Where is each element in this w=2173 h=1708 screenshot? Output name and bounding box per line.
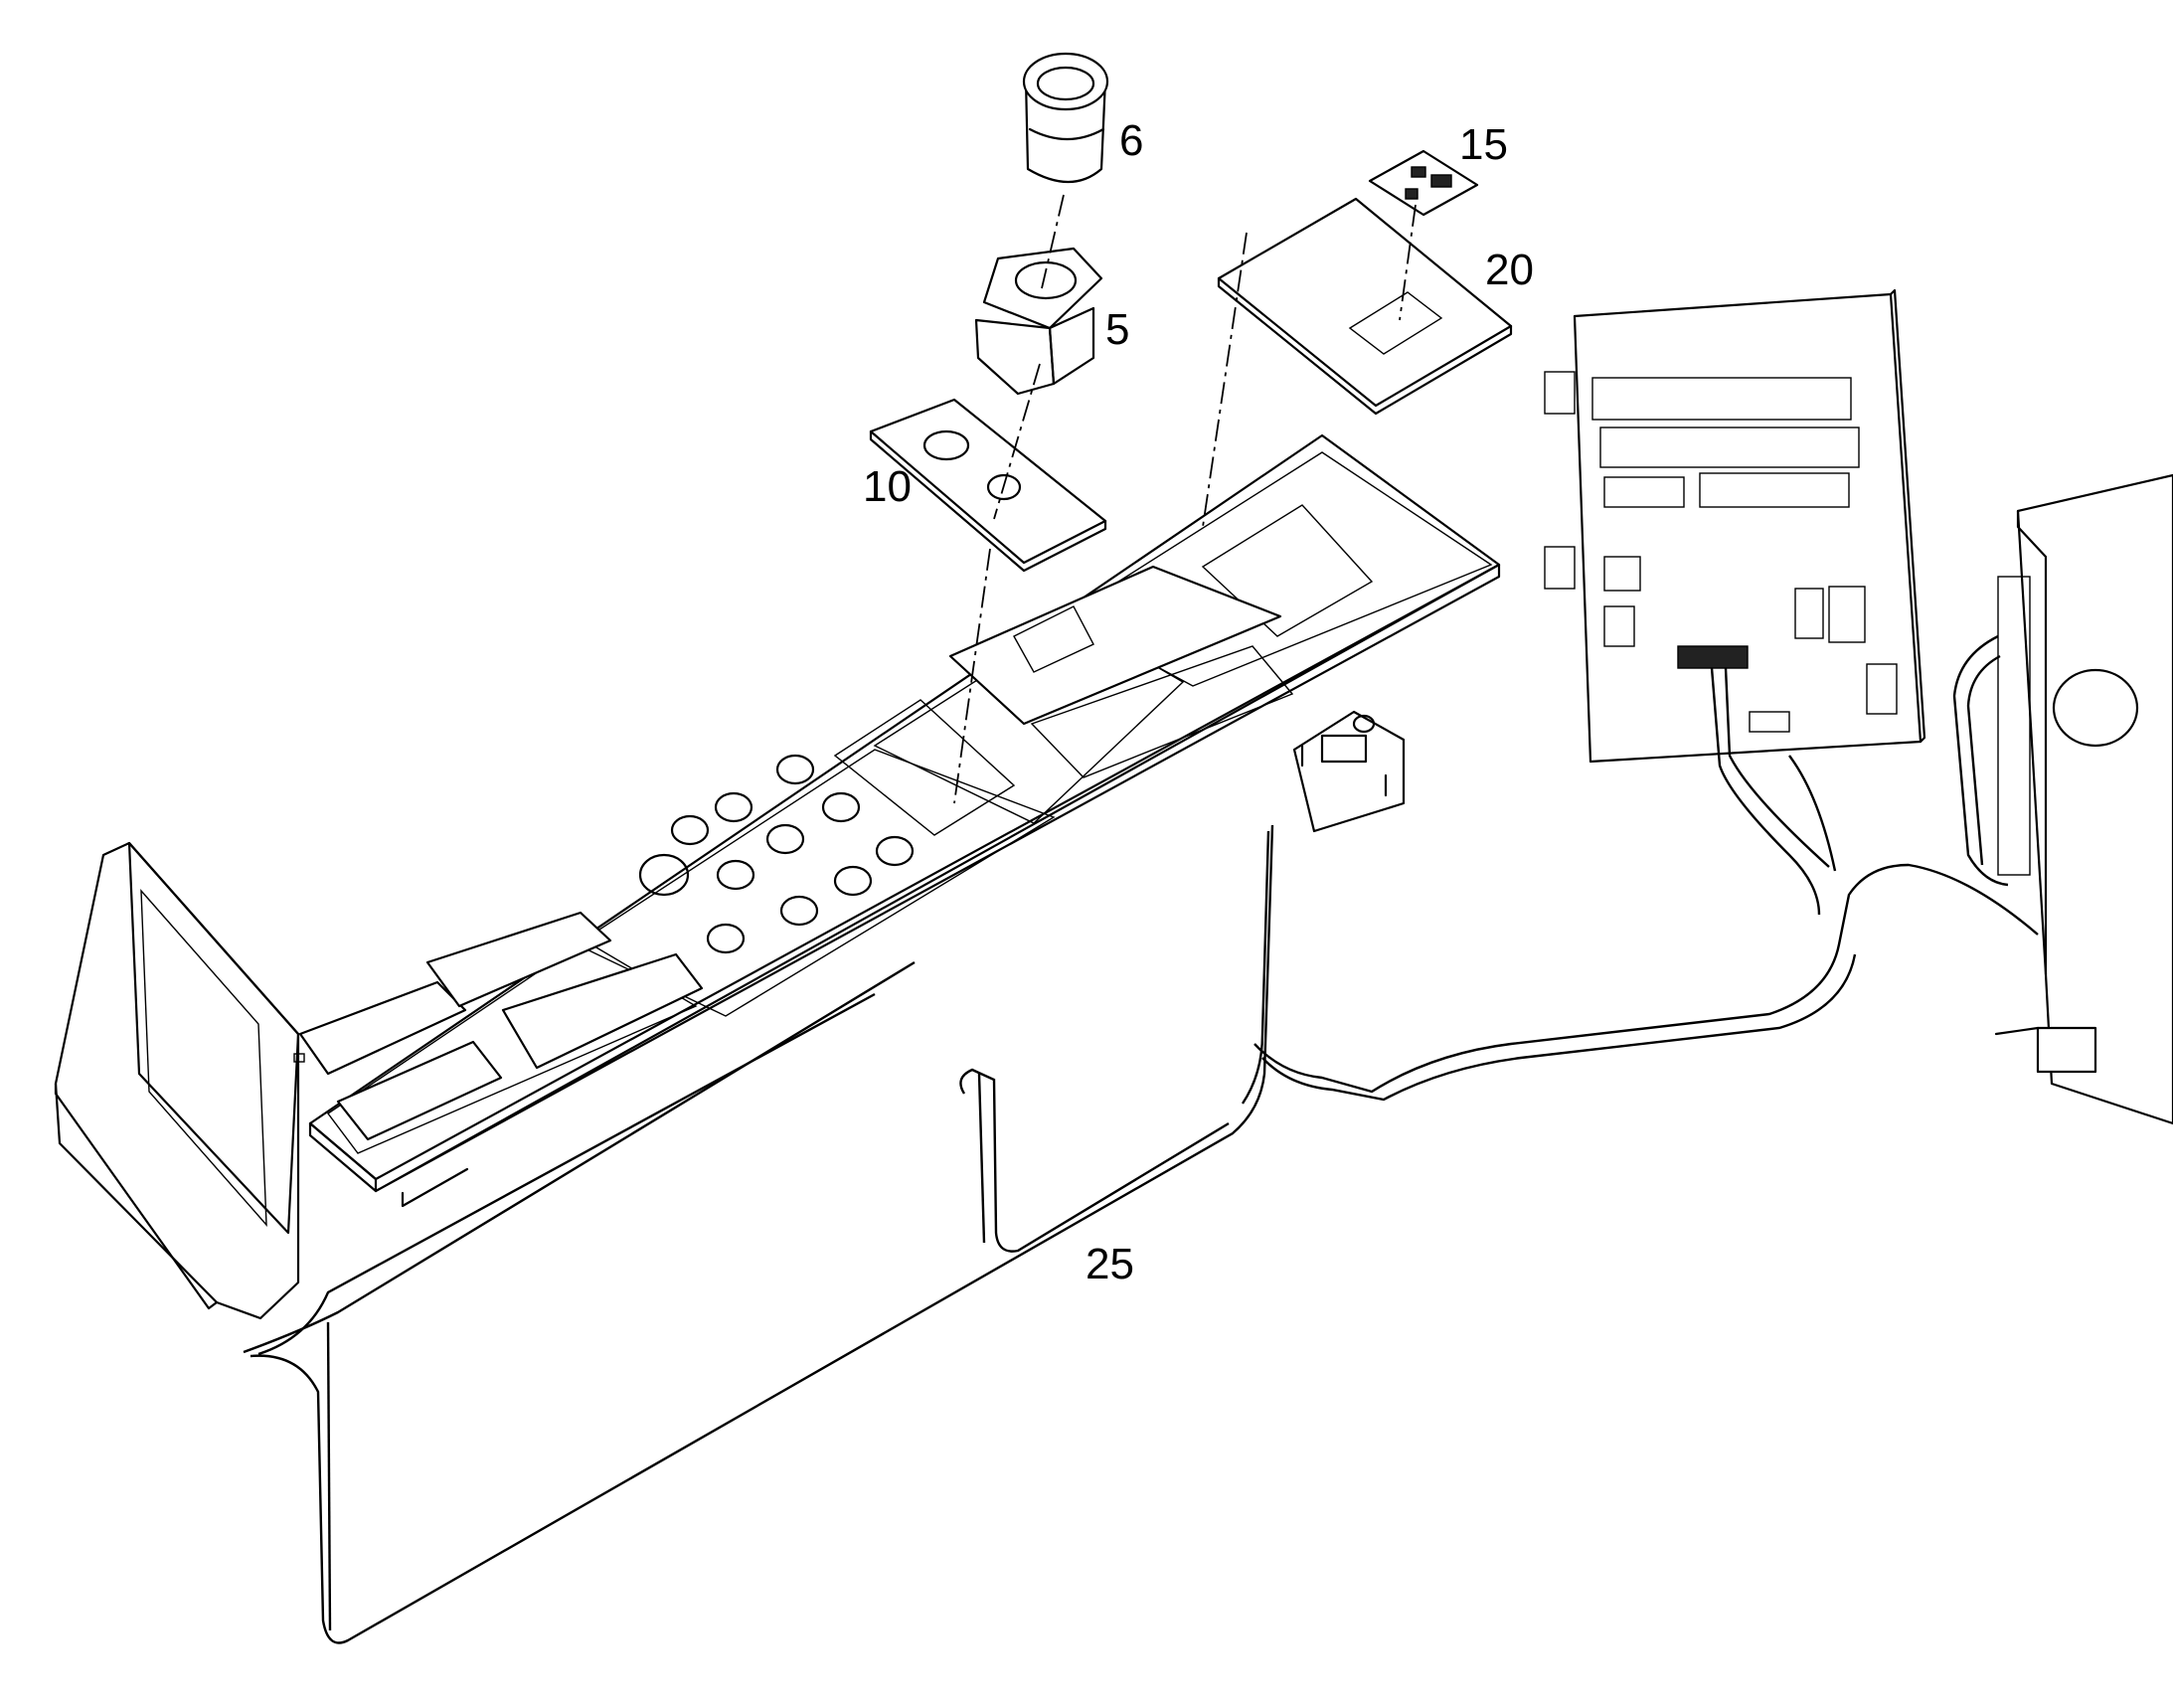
cover-plate	[1217, 197, 1513, 416]
callout-part-20: 20	[1485, 246, 1534, 294]
console-panel	[298, 433, 1501, 1208]
rotary-knob	[1022, 52, 1109, 184]
connector-block	[1292, 710, 1406, 833]
callout-part-5: 5	[1105, 305, 1130, 354]
control-module	[1994, 473, 2173, 1125]
display-monitor	[54, 841, 305, 1320]
switch-plate	[869, 398, 1107, 573]
label-decal	[1368, 149, 1479, 217]
assembly-lines	[953, 194, 1417, 804]
callout-part-6: 6	[1119, 116, 1144, 165]
callout-part-10: 10	[863, 462, 912, 511]
callout-part-25: 25	[1086, 1240, 1134, 1288]
callout-part-15: 15	[1459, 120, 1508, 169]
circuit-board	[1544, 288, 1926, 764]
key-switch	[974, 247, 1103, 396]
relay-bank	[1591, 377, 1898, 733]
wiring-harness	[243, 634, 2039, 1644]
